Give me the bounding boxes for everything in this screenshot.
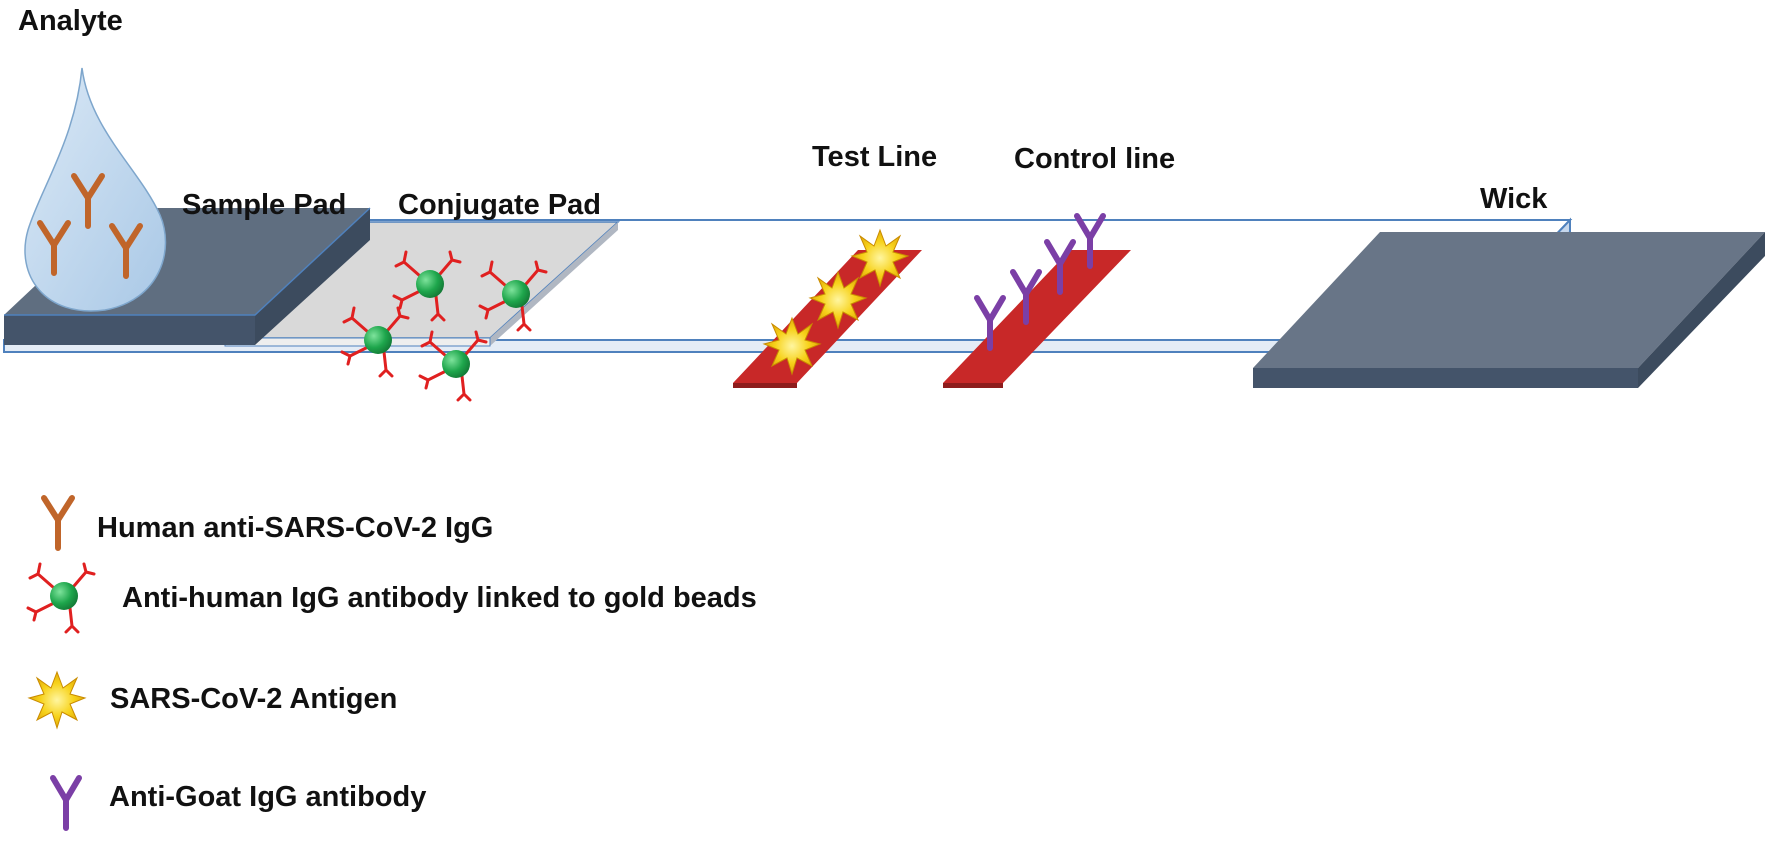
label-conjugate-pad: Conjugate Pad [398, 189, 601, 221]
label-control-line: Control line [1014, 143, 1175, 175]
purple-antibody-icon [53, 778, 79, 828]
analyte-droplet [24, 67, 167, 312]
legend-item-antigen: SARS-CoV-2 Antigen [28, 671, 397, 729]
label-analyte: Analyte [18, 5, 123, 37]
gold-bead-conjugate-icon [26, 562, 96, 634]
label-wick: Wick [1480, 183, 1548, 215]
legend-label: Anti-Goat IgG antibody [109, 781, 426, 813]
legend-label: SARS-CoV-2 Antigen [110, 683, 397, 715]
wick-pad [1253, 232, 1765, 388]
label-sample-pad: Sample Pad [182, 189, 346, 221]
legend-label: Human anti-SARS-CoV-2 IgG [97, 512, 493, 544]
orange-antibody-icon [44, 498, 72, 548]
legend-item-human-igg: Human anti-SARS-CoV-2 IgG [44, 498, 493, 548]
yellow-star-antigen-icon [28, 671, 86, 729]
legend-item-goat-igg: Anti-Goat IgG antibody [53, 778, 426, 828]
legend-label: Anti-human IgG antibody linked to gold b… [122, 582, 757, 614]
label-test-line: Test Line [812, 141, 937, 173]
legend: Human anti-SARS-CoV-2 IgG Anti-human IgG… [26, 498, 757, 828]
legend-item-gold-bead-conjugate: Anti-human IgG antibody linked to gold b… [26, 562, 757, 634]
